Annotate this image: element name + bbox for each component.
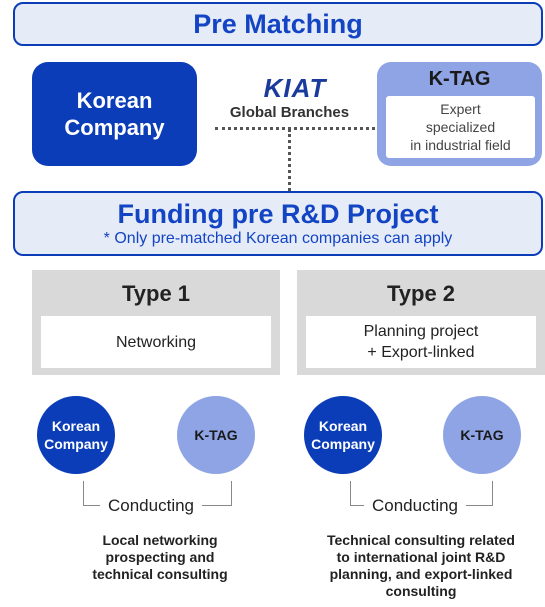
type1-desc-line1: Local networking [102, 532, 218, 548]
type1-content: Networking [41, 316, 271, 368]
type2-box: Type 2 Planning project + Export-linked [297, 270, 545, 375]
funding-note: * Only pre-matched Korean companies can … [103, 230, 453, 247]
type2-line1: Planning project [363, 323, 479, 340]
type2-conducting-label: Conducting [364, 496, 467, 516]
type2-desc-line1: Technical consulting related [326, 532, 515, 548]
kiat-logo: KIAT [263, 73, 327, 103]
type2-kc-line1: Korean [318, 418, 368, 434]
korean-company-line2: Company [64, 115, 165, 140]
type1-conducting-label: Conducting [100, 496, 203, 516]
type2-description: Technical consulting related to internat… [297, 532, 545, 600]
type1-desc-line2: prospecting and [105, 549, 215, 565]
type2-ktag-circle: K-TAG [443, 396, 521, 474]
dotted-connector-vertical [288, 129, 291, 191]
ktag-desc-line2: specialized [425, 119, 496, 135]
ktag-box: K-TAG Expert specialized in industrial f… [377, 62, 542, 166]
pre-matching-title: Pre Matching [193, 9, 363, 39]
funding-title: Funding pre R&D Project [117, 199, 439, 229]
ktag-desc-line3: in industrial field [410, 137, 511, 153]
type2-desc-line4: consulting [385, 583, 457, 599]
type2-desc-line3: planning, and export-linked [329, 566, 513, 582]
type1-korean-company-circle: Korean Company [37, 396, 115, 474]
pre-matching-banner: Pre Matching [13, 2, 543, 46]
type1-box: Type 1 Networking [32, 270, 280, 375]
type1-kc-line2: Company [44, 436, 108, 452]
ktag-desc-line1: Expert [440, 101, 481, 117]
dotted-connector-horizontal [215, 127, 375, 130]
type1-kc-line1: Korean [51, 418, 101, 434]
type2-line2: + Export-linked [367, 344, 475, 361]
type1-line1: Networking [115, 333, 197, 351]
type2-korean-company-circle: Korean Company [304, 396, 382, 474]
type2-title: Type 2 [386, 281, 456, 306]
type1-description: Local networking prospecting and technic… [40, 532, 280, 583]
korean-company-line1: Korean [76, 88, 153, 113]
korean-company-box: Korean Company [32, 62, 197, 166]
type2-kt-label: K-TAG [460, 427, 504, 443]
ktag-description: Expert specialized in industrial field [386, 96, 535, 158]
funding-banner: Funding pre R&D Project * Only pre-match… [13, 191, 543, 256]
type2-desc-line2: to international joint R&D [336, 549, 506, 565]
type2-content: Planning project + Export-linked [306, 316, 536, 368]
global-branches-label: Global Branches [229, 104, 350, 121]
type1-kt-label: K-TAG [194, 427, 238, 443]
type1-ktag-circle: K-TAG [177, 396, 255, 474]
type2-kc-line2: Company [311, 436, 375, 452]
type1-desc-line3: technical consulting [92, 566, 228, 582]
type1-title: Type 1 [121, 281, 191, 306]
ktag-title: K-TAG [428, 68, 491, 90]
